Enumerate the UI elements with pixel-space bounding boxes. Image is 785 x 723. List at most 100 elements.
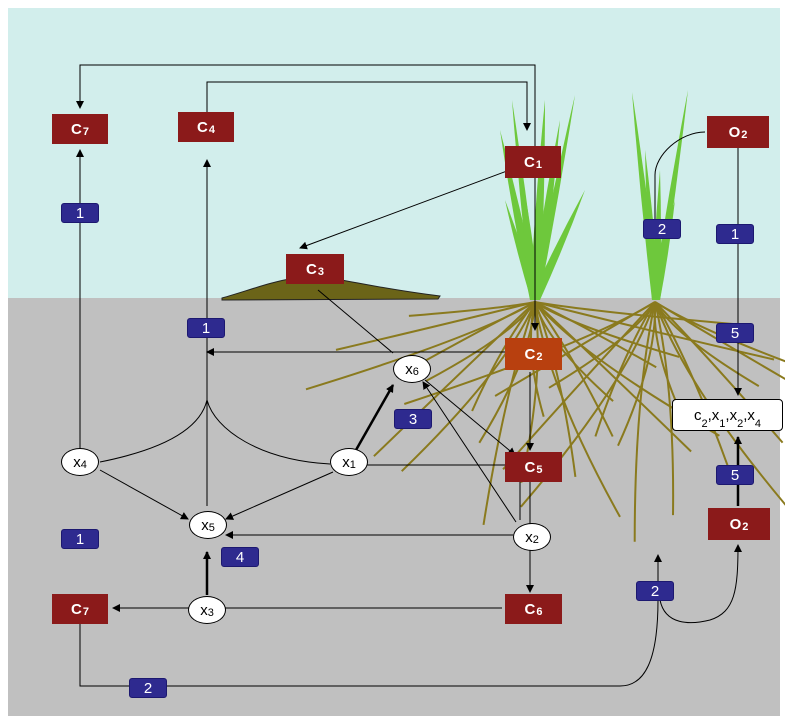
leaf-blade [505, 200, 539, 300]
pool-item: x4 [747, 406, 761, 430]
c2-letter: C [524, 345, 536, 363]
arrow-c1-to-c7-top [76, 64, 536, 148]
pool-separator: , [743, 406, 748, 424]
o2-bottom-letter: O [729, 515, 742, 533]
root-strand [482, 301, 536, 526]
x3-letter: x [200, 601, 208, 619]
arc-x1-to-junction [206, 399, 331, 465]
root-strand [534, 301, 692, 453]
label-x4-c7: 1 [61, 529, 99, 549]
root-strand [654, 301, 785, 506]
root-strand [617, 301, 657, 447]
root-strand [425, 301, 536, 382]
c7-top-letter: C [71, 120, 82, 138]
pool-separator: , [707, 406, 712, 424]
flow-lines [76, 64, 742, 687]
root-strand [502, 301, 656, 470]
pool-x4-sub: 4 [754, 417, 761, 430]
root-strand [401, 301, 536, 472]
root-strand [305, 301, 536, 391]
c3-letter: C [306, 260, 317, 278]
root-strand [654, 301, 729, 467]
pool-x4-letter: x [747, 406, 755, 424]
arrow-x2-to-x6 [422, 381, 517, 523]
x5-letter: x [201, 516, 209, 534]
pool-item: c2 [693, 406, 708, 430]
pool-c2-sub: 2 [701, 417, 708, 430]
root-strand [654, 301, 785, 381]
arrow-root-to-o2 [659, 544, 742, 624]
arc-x4-to-junction [99, 399, 208, 463]
c7-bottom-letter: C [71, 600, 82, 618]
x4-letter: x [73, 453, 81, 471]
pool-c2-letter: c [693, 406, 702, 424]
pool-item: x1 [711, 406, 726, 430]
label-root-o2: 2 [636, 581, 674, 601]
leaf-blade [531, 200, 555, 300]
root-strand [534, 301, 614, 437]
root-strand [654, 301, 675, 516]
root-strand [373, 301, 536, 457]
label-x6-c5: 3 [394, 409, 432, 429]
root-strand [534, 301, 577, 478]
x6-letter: x [405, 360, 413, 378]
c5-letter: C [524, 458, 536, 476]
x1-letter: x [342, 453, 350, 471]
pool-x2-letter: x [729, 406, 738, 424]
c1-letter: C [524, 153, 535, 171]
label-o2-pool: 5 [716, 323, 754, 343]
leaf-blade [652, 90, 688, 300]
bottom-loop-line [79, 554, 662, 687]
root-strand [548, 301, 656, 389]
arrow-x1-to-x6 [354, 384, 395, 451]
root-strand [408, 301, 536, 317]
label-plant-o2: 2 [643, 219, 681, 239]
leaf-blade [531, 95, 575, 300]
root-strand [594, 301, 656, 437]
label-bottom-loop: 2 [129, 678, 167, 698]
label-o2-right: 1 [716, 224, 754, 244]
pool-box: c2, x1, x2, x4 [672, 399, 783, 431]
pool-x1-sub: 1 [719, 417, 726, 430]
label-o2-bottom-pool: 5 [716, 465, 754, 485]
label-c4-up: 1 [187, 318, 225, 338]
line-c3-to-x6 [317, 289, 394, 354]
pool-x1-letter: x [711, 406, 720, 424]
c4-letter: C [197, 118, 208, 136]
arrow-c1-to-c3 [299, 167, 516, 250]
o2-top-letter: O [728, 123, 741, 141]
pool-item: x2 [729, 406, 744, 430]
root-strand [633, 301, 656, 542]
arrow-x6-to-c5 [424, 379, 516, 456]
pool-separator: , [725, 406, 730, 424]
c6-letter: C [524, 600, 536, 618]
root-strand [534, 301, 657, 369]
pool-x2-sub: 2 [737, 417, 744, 430]
arrow-x4-to-x5 [99, 469, 189, 520]
arrow-x1-to-x5 [225, 471, 334, 520]
arrow-c4-to-c1 [206, 81, 531, 131]
label-x3-x5: 4 [221, 547, 259, 567]
root-strand [534, 301, 742, 326]
plant-to-o2-top [654, 131, 706, 225]
root-strand [335, 301, 536, 351]
x2-letter: x [525, 528, 533, 546]
